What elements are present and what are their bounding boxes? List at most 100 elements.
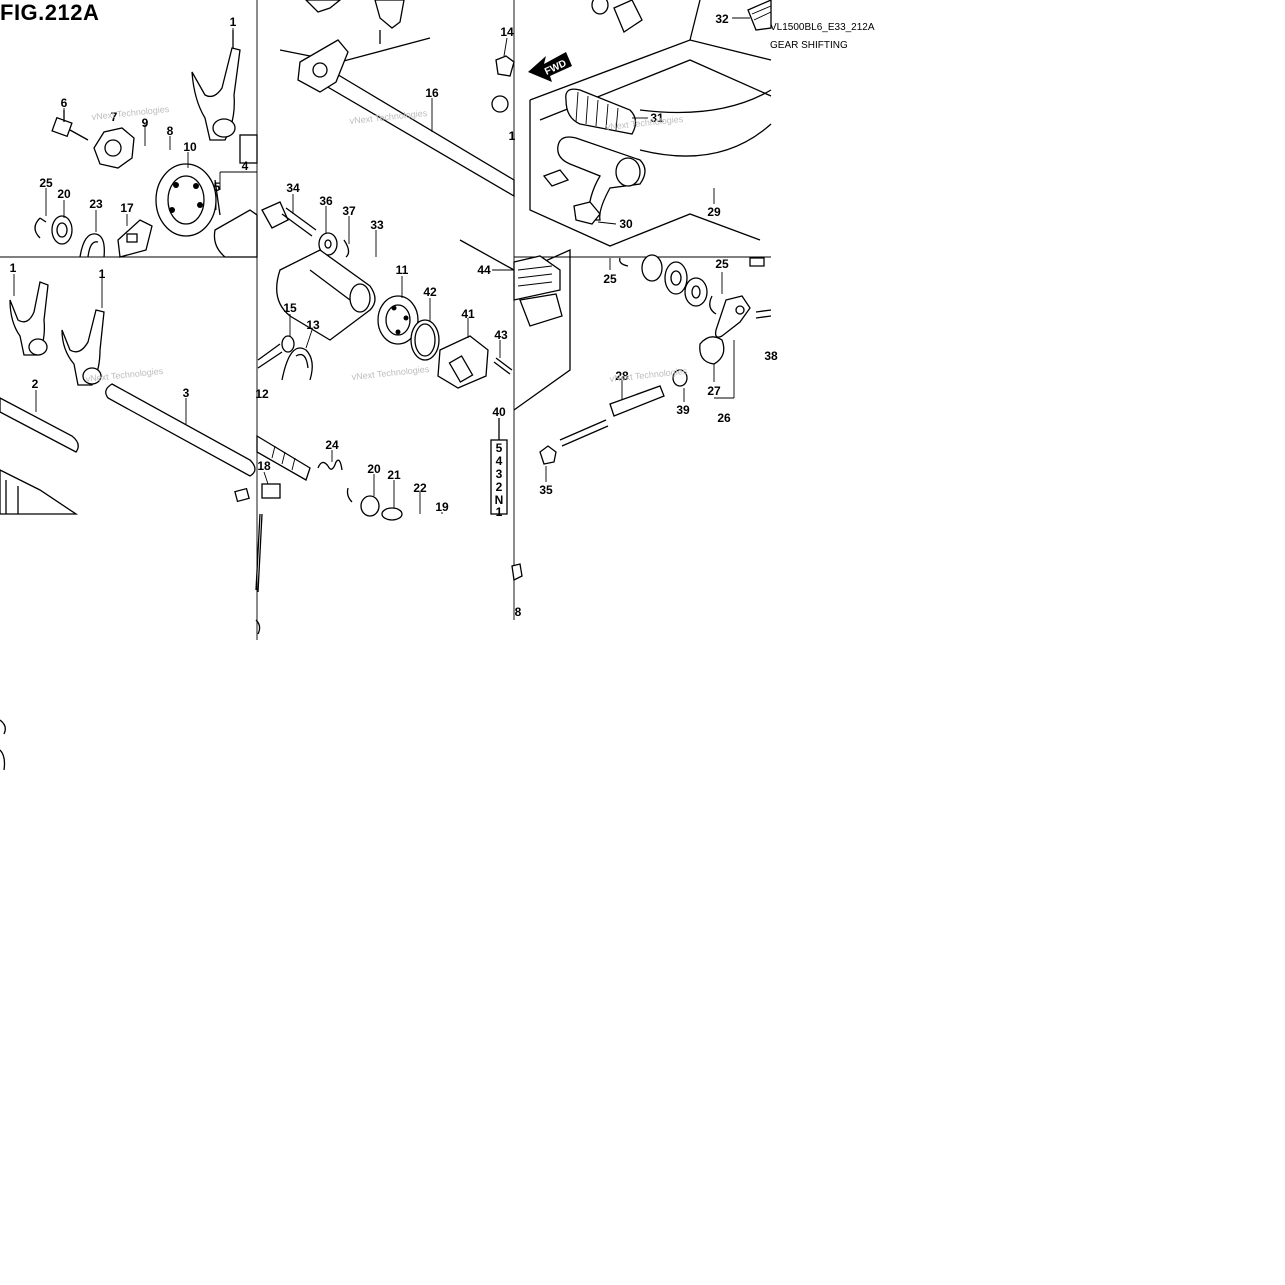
drum-end[interactable] xyxy=(213,134,258,258)
washer-36[interactable] xyxy=(318,232,338,256)
nut-35[interactable] xyxy=(539,445,557,465)
gearshift-cam-partial[interactable] xyxy=(0,469,79,515)
gear-indicator-40: 5 4 3 2 N 1 xyxy=(490,418,508,519)
svg-text:vNext Technologies: vNext Technologies xyxy=(91,104,170,122)
callout-35: 35 xyxy=(539,483,553,497)
callout-labels: 1 6 7 9 8 10 4 5 25 20 23 17 1 1 2 3 16 … xyxy=(10,12,778,619)
spring-13[interactable] xyxy=(281,347,313,381)
fork-top-middle[interactable] xyxy=(279,0,431,63)
model-code: VL1500BL6_E33_212A xyxy=(770,22,875,33)
callout-3: 3 xyxy=(183,386,190,400)
spacers-top[interactable] xyxy=(591,0,643,33)
callout-27: 27 xyxy=(707,384,721,398)
callout-1-a: 1 xyxy=(230,15,237,29)
shift-fork-left[interactable] xyxy=(9,281,49,356)
callout-39: 39 xyxy=(676,403,690,417)
bolt-38[interactable] xyxy=(755,309,772,319)
callout-32: 32 xyxy=(715,12,729,26)
callout-18: 18 xyxy=(257,459,271,473)
callout-29: 29 xyxy=(707,205,721,219)
callout-24: 24 xyxy=(325,438,339,452)
cover-41[interactable] xyxy=(437,335,489,389)
stray-clips xyxy=(0,257,765,771)
callout-1-b: 1 xyxy=(10,261,17,275)
callout-7: 7 xyxy=(111,110,118,124)
arm-12[interactable] xyxy=(257,343,283,369)
callout-8-b: 8 xyxy=(515,605,522,619)
callout-21: 21 xyxy=(387,468,401,482)
svg-text:4: 4 xyxy=(496,454,503,468)
svg-text:2: 2 xyxy=(496,480,503,494)
callout-13: 13 xyxy=(306,318,320,332)
callout-25-b: 25 xyxy=(603,272,617,286)
callout-31: 31 xyxy=(650,111,664,125)
gearshift-arm-26[interactable] xyxy=(699,295,751,365)
bolt-14[interactable] xyxy=(491,55,515,113)
bearing-11[interactable] xyxy=(377,295,419,345)
washer-21[interactable] xyxy=(360,495,403,521)
shift-pedal-rubber-31[interactable] xyxy=(565,88,637,135)
shift-shaft-lower[interactable] xyxy=(256,434,311,481)
small-part-8-lower[interactable] xyxy=(511,563,523,581)
callout-33: 33 xyxy=(370,218,384,232)
callout-11: 11 xyxy=(396,263,409,277)
cam-stopper[interactable] xyxy=(93,127,135,169)
callout-4: 4 xyxy=(242,159,249,173)
callout-5: 5 xyxy=(214,180,221,194)
fwd-arrow: FWD xyxy=(528,52,572,82)
circlip-25-right[interactable] xyxy=(709,295,717,315)
callout-23: 23 xyxy=(89,197,103,211)
callout-19: 19 xyxy=(435,500,449,514)
washer-20-left[interactable] xyxy=(51,215,73,245)
fork-shaft-2[interactable] xyxy=(0,397,79,453)
callout-37: 37 xyxy=(342,204,356,218)
leader-lines xyxy=(13,17,750,514)
circlip-20-lower[interactable] xyxy=(346,487,353,503)
stopper-bolt[interactable] xyxy=(51,110,89,141)
fork-shaft-3[interactable] xyxy=(105,383,256,477)
spring-24[interactable] xyxy=(317,459,343,471)
shift-shaft-16[interactable] xyxy=(297,39,515,198)
callout-6: 6 xyxy=(61,96,68,110)
callout-15: 15 xyxy=(283,301,297,315)
bearing-10[interactable] xyxy=(155,163,217,237)
svg-text:3: 3 xyxy=(496,467,503,481)
svg-text:vNext Technologies: vNext Technologies xyxy=(351,364,430,382)
spring-23[interactable] xyxy=(79,233,105,258)
shift-lever-29[interactable] xyxy=(557,89,772,221)
cam-stopper-bolt-34[interactable] xyxy=(261,201,317,237)
pedal-pad-lower[interactable] xyxy=(513,255,563,327)
nut-39[interactable] xyxy=(672,369,688,387)
svg-text:1: 1 xyxy=(496,505,503,519)
callout-8: 8 xyxy=(167,124,174,138)
callout-38: 38 xyxy=(764,349,778,363)
callout-26: 26 xyxy=(717,411,731,425)
callout-25-a: 25 xyxy=(39,176,53,190)
washer-15[interactable] xyxy=(281,335,295,353)
callout-20-b: 20 xyxy=(367,462,381,476)
gearshift-cam-drum[interactable] xyxy=(276,249,376,341)
callout-40: 40 xyxy=(492,405,506,419)
section-name: GEAR SHIFTING xyxy=(770,40,848,51)
callout-1-d: 1 xyxy=(509,129,516,143)
plate-17[interactable] xyxy=(117,219,153,258)
callout-16: 16 xyxy=(425,86,439,100)
pin-18[interactable] xyxy=(234,483,281,593)
bearing-set-right[interactable] xyxy=(619,254,708,307)
shift-fork-right[interactable] xyxy=(61,309,105,386)
pivot-bolt-30[interactable] xyxy=(542,169,601,225)
callout-1-c: 1 xyxy=(99,267,106,281)
circlip-25-left[interactable] xyxy=(34,217,47,239)
figure-title: FIG.212A xyxy=(0,0,100,25)
callout-42: 42 xyxy=(423,285,437,299)
bolt-43[interactable] xyxy=(493,357,513,375)
callout-10: 10 xyxy=(183,140,197,154)
callout-2: 2 xyxy=(32,377,39,391)
callout-36: 36 xyxy=(319,194,333,208)
oring-42[interactable] xyxy=(410,319,440,361)
rubber-32[interactable] xyxy=(747,0,772,31)
callout-17: 17 xyxy=(120,201,134,215)
circlip-37[interactable] xyxy=(343,239,350,258)
link-rod-28[interactable] xyxy=(559,385,665,447)
